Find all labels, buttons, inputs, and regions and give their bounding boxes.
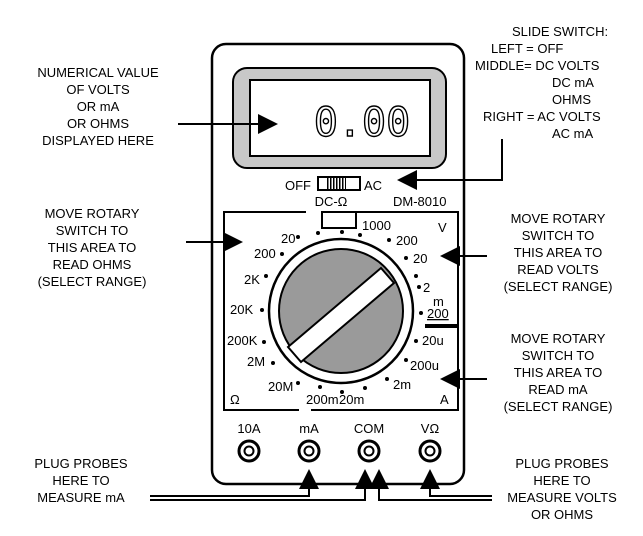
probe-lead-com: [313, 469, 375, 501]
jack-ma[interactable]: [297, 439, 321, 463]
rotary-top-notch: [321, 211, 357, 229]
rotary-switch-pointer[interactable]: [286, 266, 396, 364]
amp-range-label: 200m: [306, 392, 339, 407]
svg-text:THIS AREA TO: THIS AREA TO: [514, 245, 602, 260]
amp-range-label: 2m: [393, 377, 411, 392]
ohms-callout: MOVE ROTARY SWITCH TO THIS AREA TO READ …: [38, 206, 147, 289]
probe-lead-com: [369, 469, 492, 501]
jack-label-com: COM: [354, 421, 384, 436]
switch-dc-label: DC-Ω: [315, 194, 348, 209]
volt-range-label: 200: [396, 233, 418, 248]
svg-text:SWITCH TO: SWITCH TO: [56, 223, 128, 238]
jack-label-ma: mA: [299, 421, 319, 436]
svg-text:SWITCH TO: SWITCH TO: [522, 228, 594, 243]
svg-text:DC mA: DC mA: [552, 75, 594, 90]
model-label: DM-8010: [393, 194, 446, 209]
svg-text:OR OHMS: OR OHMS: [67, 116, 129, 131]
svg-text:OR mA: OR mA: [77, 99, 120, 114]
volts-callout: MOVE ROTARY SWITCH TO THIS AREA TO READ …: [504, 211, 613, 294]
amp-range-label: 20u: [422, 333, 444, 348]
ohm-range-label: 200K: [227, 333, 258, 348]
volts-section-outline: [356, 211, 459, 326]
switch-ac-label: AC: [364, 178, 382, 193]
slide-switch-callout-arrow: [397, 139, 503, 190]
volt-range-label: 200: [427, 306, 449, 321]
svg-text:MOVE ROTARY: MOVE ROTARY: [511, 331, 606, 346]
svg-text:HERE TO: HERE TO: [533, 473, 590, 488]
svg-text:HERE TO: HERE TO: [52, 473, 109, 488]
ohm-range-label: 200: [254, 246, 276, 261]
volt-range-label: m: [433, 294, 444, 309]
svg-text:THIS AREA TO: THIS AREA TO: [48, 240, 136, 255]
svg-text:READ mA: READ mA: [528, 382, 588, 397]
display-screen: [249, 79, 431, 157]
display-callout: NUMERICAL VALUE OF VOLTS OR mA OR OHMS D…: [37, 65, 159, 148]
ohm-range-label: 2M: [247, 354, 265, 369]
probe-lead-ma: [150, 469, 319, 497]
svg-text:OR OHMS: OR OHMS: [531, 507, 593, 522]
volt-range-label: 20: [413, 251, 427, 266]
amps-section-symbol: A: [440, 392, 449, 407]
switch-off-label: OFF: [285, 178, 311, 193]
ohm-range-label: 20K: [230, 302, 253, 317]
amps-section-outline: [311, 326, 459, 411]
ohm-range-label: 20: [281, 231, 295, 246]
jack-10a[interactable]: [237, 439, 261, 463]
svg-text:SWITCH TO: SWITCH TO: [522, 348, 594, 363]
svg-text:OF VOLTS: OF VOLTS: [66, 82, 130, 97]
detent-dots: [260, 230, 423, 394]
jack-v-ohm[interactable]: [418, 439, 442, 463]
probe-lead-volts: [420, 469, 492, 497]
jack-label-10a: 10A: [237, 421, 260, 436]
svg-text:(SELECT RANGE): (SELECT RANGE): [504, 399, 613, 414]
svg-text:MEASURE mA: MEASURE mA: [37, 490, 125, 505]
svg-text:READ VOLTS: READ VOLTS: [517, 262, 599, 277]
ohms-section-outline: [223, 211, 306, 411]
jack-panel: 10A mA COM VΩ: [237, 421, 442, 463]
amp-range-label: 200u: [410, 358, 439, 373]
svg-text:DISPLAYED HERE: DISPLAYED HERE: [42, 133, 154, 148]
amp-range-label: 20m: [339, 392, 364, 407]
svg-text:THIS AREA TO: THIS AREA TO: [514, 365, 602, 380]
svg-text:MEASURE VOLTS: MEASURE VOLTS: [507, 490, 617, 505]
svg-text:AC mA: AC mA: [552, 126, 594, 141]
jack-com[interactable]: [357, 439, 381, 463]
display-reading: 0.00: [314, 100, 410, 146]
slide-switch-callout: SLIDE SWITCH: LEFT = OFF MIDDLE= DC VOLT…: [475, 24, 608, 141]
svg-text:MOVE ROTARY: MOVE ROTARY: [511, 211, 606, 226]
probes-volts-callout: PLUG PROBES HERE TO MEASURE VOLTS OR OHM…: [507, 456, 617, 522]
svg-text:NUMERICAL VALUE: NUMERICAL VALUE: [37, 65, 159, 80]
svg-text:SLIDE SWITCH:: SLIDE SWITCH:: [512, 24, 608, 39]
svg-text:PLUG PROBES: PLUG PROBES: [515, 456, 609, 471]
volts-section-symbol: V: [438, 220, 447, 235]
probes-ma-callout: PLUG PROBES HERE TO MEASURE mA: [34, 456, 128, 505]
svg-text:LEFT = OFF: LEFT = OFF: [491, 41, 563, 56]
svg-text:RIGHT = AC VOLTS: RIGHT = AC VOLTS: [483, 109, 601, 124]
ohm-range-label: 20M: [268, 379, 293, 394]
ohm-range-label: 2K: [244, 272, 260, 287]
svg-text:PLUG PROBES: PLUG PROBES: [34, 456, 128, 471]
amps-callout: MOVE ROTARY SWITCH TO THIS AREA TO READ …: [504, 331, 613, 414]
ohms-section-symbol: Ω: [230, 392, 240, 407]
volt-range-label: 1000: [362, 218, 391, 233]
svg-text:OHMS: OHMS: [552, 92, 591, 107]
svg-text:MOVE ROTARY: MOVE ROTARY: [45, 206, 140, 221]
volt-range-label: 2: [423, 280, 430, 295]
svg-text:(SELECT RANGE): (SELECT RANGE): [38, 274, 147, 289]
jack-label-v-ohm: VΩ: [421, 421, 440, 436]
svg-text:READ OHMS: READ OHMS: [53, 257, 132, 272]
slide-switch-knob[interactable]: [327, 178, 346, 189]
svg-text:MIDDLE= DC VOLTS: MIDDLE= DC VOLTS: [475, 58, 600, 73]
svg-text:(SELECT RANGE): (SELECT RANGE): [504, 279, 613, 294]
